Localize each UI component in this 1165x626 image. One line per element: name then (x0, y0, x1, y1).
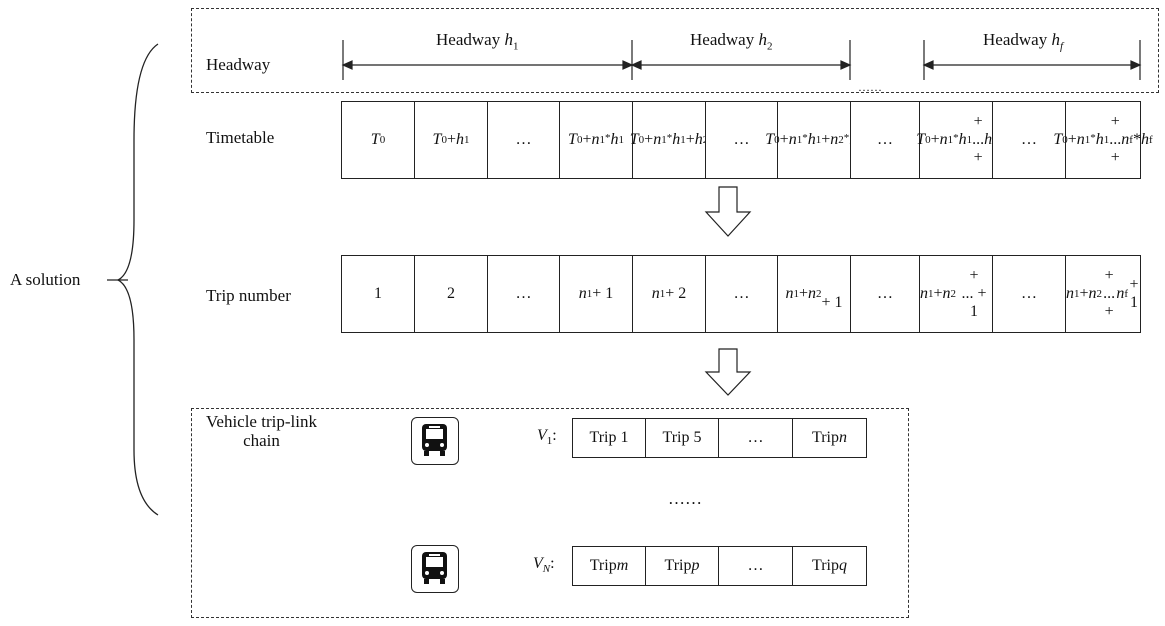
headway-box (191, 8, 1159, 93)
headway-h1-label: Headway h1 (436, 30, 519, 53)
timetable-cell: T0 + n1*h1 + ...+ hf (916, 101, 996, 179)
trip-number-cell: … (850, 255, 920, 333)
trip-number-cell: … (705, 255, 778, 333)
headway-gap-dots: …… (858, 80, 882, 94)
headway-dimension-lines (341, 40, 1142, 80)
vehicle-vn-label: VN: (533, 555, 555, 576)
trip-number-cell: … (992, 255, 1066, 333)
vehicle-chain-box (191, 408, 909, 618)
headway-hf-label: Headway hf (983, 30, 1064, 53)
timetable-label: Timetable (206, 128, 275, 147)
vehicle-v1-trip-cell: Trip 1 (572, 418, 646, 458)
vehicle-middle-dots: …… (668, 489, 702, 508)
vehicle-v1-trip-cell: Trip n (792, 418, 867, 458)
trip-number-cell: 2 (414, 255, 488, 333)
vehicle-v1-trip-cell: … (718, 418, 793, 458)
solution-label: A solution (10, 270, 81, 289)
timetable-cell: … (705, 101, 778, 179)
trip-number-label: Trip number (206, 286, 291, 305)
vehicle-vn-trip-cell: Trip q (792, 546, 867, 586)
vehicle-v1-label: V1: (537, 427, 557, 448)
vehicle-v1-trip-cell: Trip 5 (645, 418, 719, 458)
timetable-cell: … (850, 101, 920, 179)
down-arrow-2 (704, 348, 752, 396)
down-arrow-1 (704, 186, 752, 237)
timetable-cell: … (487, 101, 560, 179)
headway-h2-label: Headway h2 (690, 30, 773, 53)
timetable-cell: … (992, 101, 1066, 179)
trip-number-cell: 1 (341, 255, 415, 333)
bus-icon (411, 545, 459, 593)
bus-icon (411, 417, 459, 465)
vehicle-chain-label: Vehicle trip-link chain (206, 412, 317, 450)
vehicle-vn-trip-cell: … (718, 546, 793, 586)
timetable-cell: T0 + n1*h1 + h2 (630, 101, 708, 179)
timetable-cell: T0 + n1*h1 + n2*h2 (765, 101, 863, 179)
trip-number-cell: … (487, 255, 560, 333)
vehicle-vn-trip-cell: Trip m (572, 546, 646, 586)
headway-row-label: Headway (206, 55, 271, 74)
vehicle-vn-trip-cell: Trip p (645, 546, 719, 586)
